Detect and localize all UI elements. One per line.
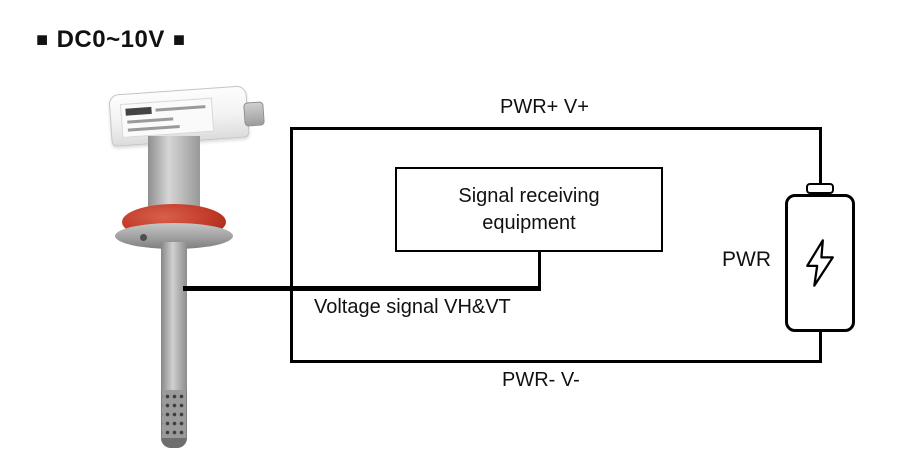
title-marker-right-icon: ■ [172, 29, 186, 51]
sensor-probe-tip-cap [161, 438, 187, 448]
sensor-sticker-text-line [127, 117, 174, 124]
wire-battery-bottom [819, 330, 822, 363]
signal-wire-vertical [538, 252, 541, 290]
signal-wire-horizontal [183, 286, 541, 291]
wire-left [290, 127, 293, 363]
sensor-cable-gland [243, 101, 265, 127]
title-marker-left-icon: ■ [36, 29, 49, 51]
signal-box-label-line2: equipment [482, 211, 576, 234]
page-title: ■ DC0~10V ■ [36, 26, 185, 54]
sensor-flange-screw [140, 234, 147, 241]
wire-battery-top [819, 127, 822, 185]
battery-icon [785, 194, 855, 332]
label-pwr: PWR [722, 248, 771, 271]
sensor-image [100, 82, 270, 462]
page-title-text: DC0~10V [56, 26, 165, 53]
label-pwr-minus: PWR- V- [502, 369, 580, 391]
label-pwr-plus: PWR+ V+ [500, 96, 589, 118]
sensor-probe-shaft [161, 242, 187, 392]
wire-bottom [290, 360, 822, 363]
signal-box-label-line1: Signal receiving [458, 184, 600, 207]
wire-top [290, 127, 822, 130]
sensor-sticker-text-line [127, 124, 180, 132]
sensor-sticker-logo [125, 106, 152, 116]
label-voltage-signal: Voltage signal VH&VT [314, 296, 511, 318]
signal-box: Signal receiving equipment [395, 167, 663, 252]
sensor-sticker-text-line [155, 105, 206, 112]
sensor-label-sticker [120, 97, 215, 139]
lightning-bolt-icon [806, 239, 834, 287]
battery-cap [806, 183, 834, 194]
